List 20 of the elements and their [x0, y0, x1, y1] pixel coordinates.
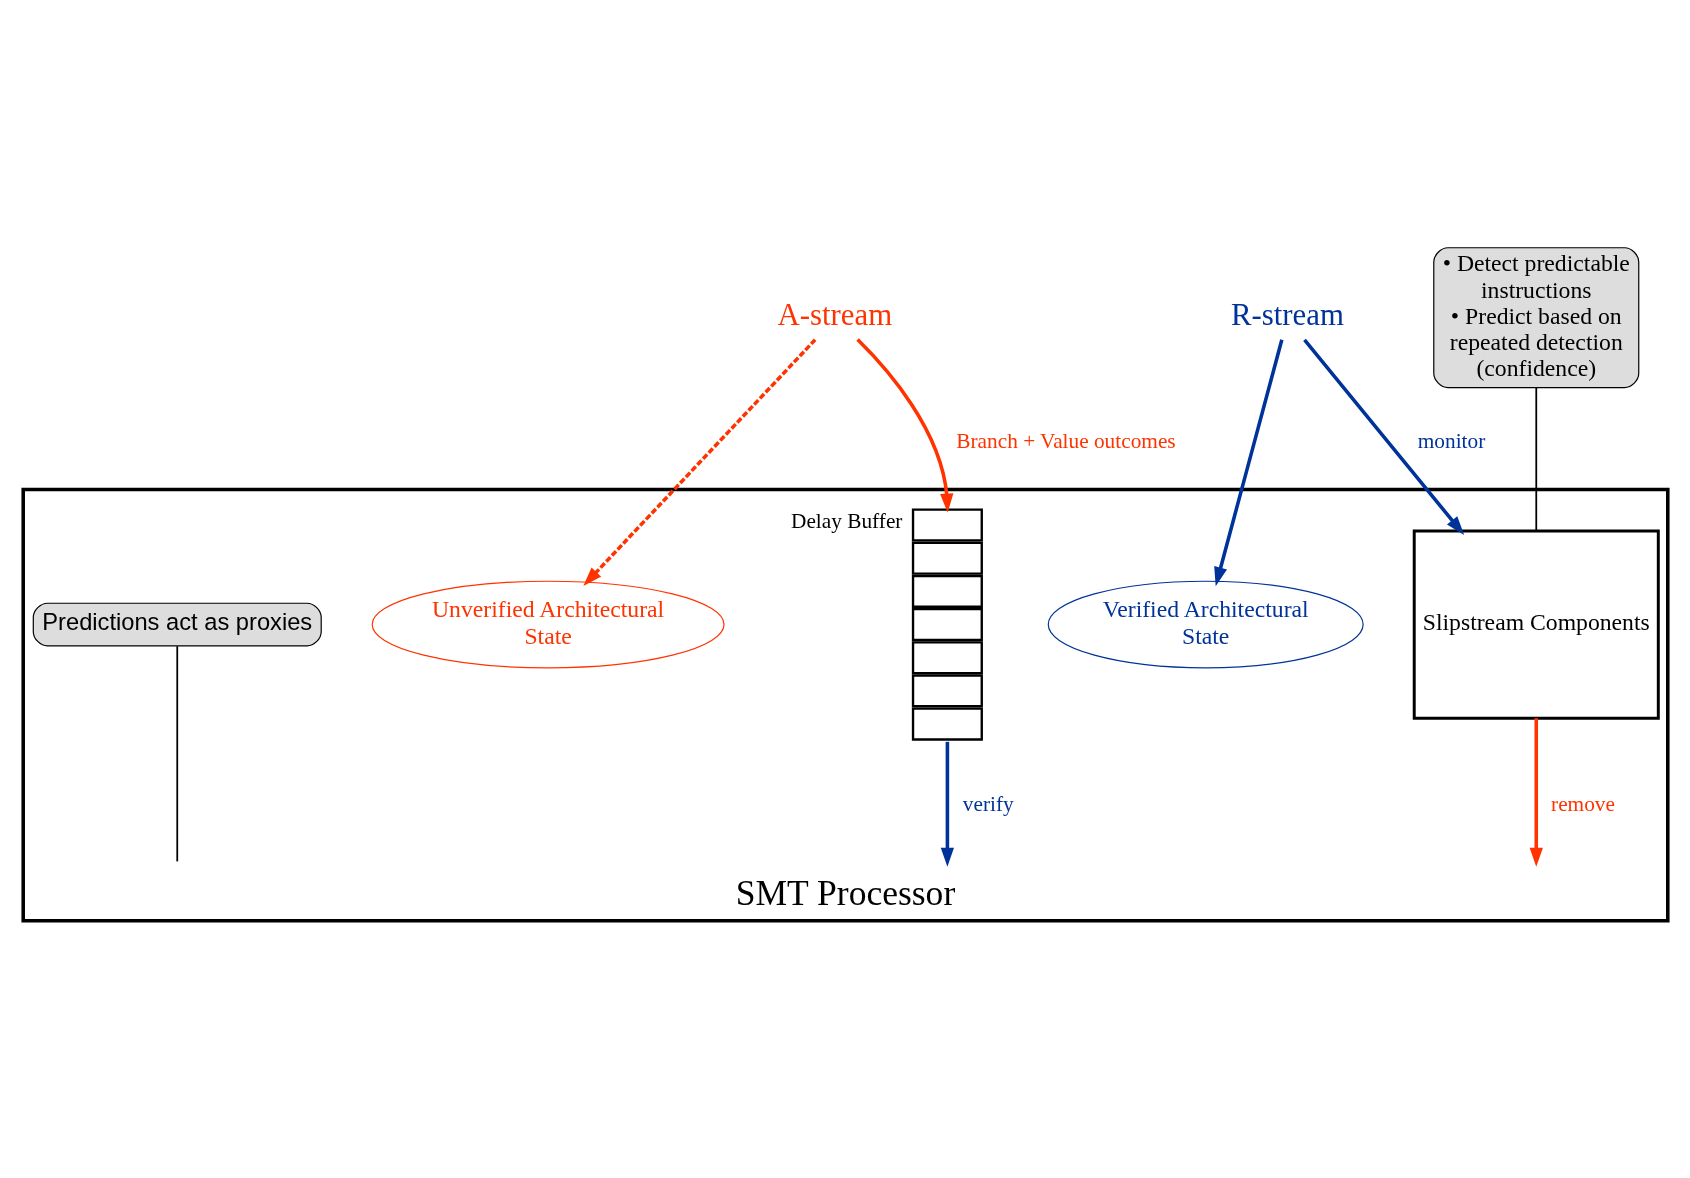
- arrow: [1213, 339, 1284, 587]
- node-text: R-stream: [1230, 298, 1344, 333]
- arrow: [855, 338, 953, 513]
- edge-label: Branch + Value outcomes: [955, 429, 1176, 454]
- node-box: Predictions act as proxies: [32, 602, 322, 647]
- node-ellipse: Unverified Architectural State: [371, 580, 725, 669]
- arrow: [940, 741, 954, 867]
- node-text: A-stream: [777, 298, 892, 333]
- arrow: [1529, 718, 1543, 867]
- node-ellipse: Verified Architectural State: [1047, 580, 1364, 669]
- arrow: [582, 338, 816, 586]
- node-label: Delay Buffer: [790, 508, 902, 533]
- edge-label: monitor: [1417, 429, 1485, 454]
- edge-label: remove: [1550, 792, 1615, 817]
- connector: [1534, 387, 1537, 532]
- arrow: [1302, 338, 1464, 536]
- connector: [175, 645, 178, 863]
- node-box: Slipstream Components: [1412, 529, 1660, 720]
- edge-label: verify: [962, 792, 1014, 817]
- node-box: • Detect predictable instructions • Predict based on repeated detection (confidence): [1432, 247, 1639, 389]
